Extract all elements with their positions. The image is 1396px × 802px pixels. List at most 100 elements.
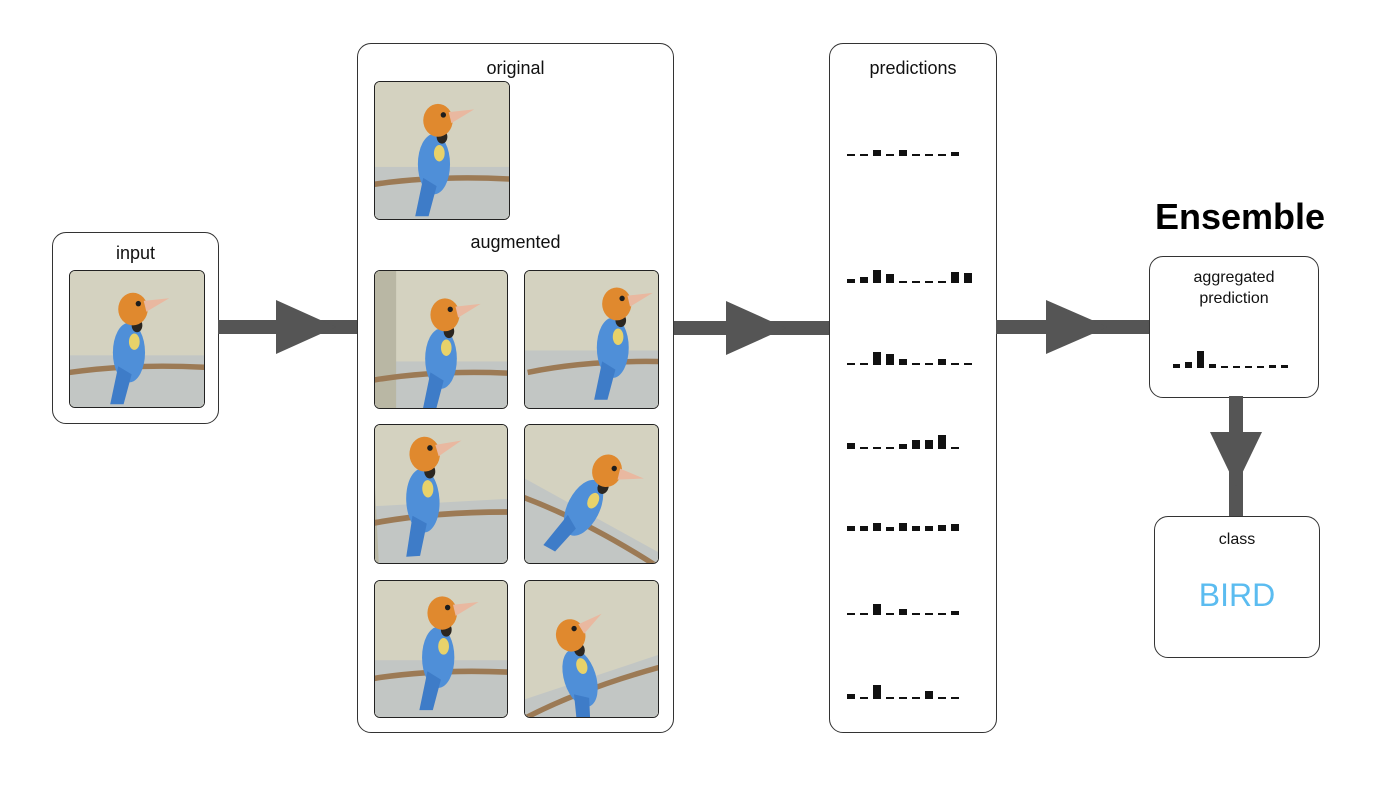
- aggregated-bar-3: [1197, 351, 1204, 368]
- prediction-2-bar-8: [938, 281, 946, 283]
- class-label: class: [1218, 531, 1256, 548]
- prediction-1-bar-5: [899, 150, 907, 156]
- prediction-3-bar-5: [899, 359, 907, 365]
- prediction-4-bar-2: [860, 447, 868, 449]
- prediction-7-bar-8: [938, 697, 946, 699]
- prediction-2-bar-7: [925, 281, 933, 283]
- ensemble-title: Ensemble: [1154, 196, 1326, 237]
- prediction-1-bar-7: [925, 154, 933, 156]
- prediction-4-bar-4: [886, 447, 894, 449]
- augmented-image-5: [374, 580, 508, 718]
- augmented-image-3: [374, 424, 508, 564]
- class-value: BIRD: [1198, 577, 1276, 613]
- prediction-6-bar-3: [873, 604, 881, 615]
- aggregated-bar-2: [1185, 362, 1192, 368]
- prediction-6-bar-5: [899, 609, 907, 615]
- aggregated-histogram: [1173, 351, 1288, 368]
- prediction-6-bar-4: [886, 613, 894, 615]
- prediction-4-bar-6: [912, 440, 920, 449]
- prediction-2-bar-6: [912, 281, 920, 283]
- prediction-2-bar-4: [886, 274, 894, 283]
- prediction-5-bar-7: [925, 526, 933, 531]
- prediction-1-bar-1: [847, 154, 855, 156]
- prediction-2-bar-2: [860, 277, 868, 283]
- prediction-2-bar-10: [964, 273, 972, 283]
- prediction-4-bar-3: [873, 447, 881, 449]
- prediction-3-bar-6: [912, 363, 920, 365]
- prediction-1-bar-6: [912, 154, 920, 156]
- prediction-6-bar-9: [951, 611, 959, 615]
- aggregated-bar-8: [1257, 366, 1264, 368]
- prediction-5-bar-5: [899, 523, 907, 531]
- augmented-image-6: [524, 580, 659, 718]
- prediction-2-bar-1: [847, 279, 855, 283]
- aggregated-bar-5: [1221, 366, 1228, 368]
- prediction-4-bar-8: [938, 435, 946, 449]
- class-box: class BIRD: [1154, 516, 1320, 658]
- augmented-image-2: [524, 270, 659, 409]
- input-box: input: [52, 232, 219, 424]
- prediction-7-bar-5: [899, 697, 907, 699]
- prediction-7-bar-4: [886, 697, 894, 699]
- arrow-aggregated-to-class: [1210, 396, 1262, 518]
- prediction-5-bar-3: [873, 523, 881, 531]
- prediction-1-bar-2: [860, 154, 868, 156]
- prediction-5-bar-8: [938, 525, 946, 531]
- aggregated-bar-1: [1173, 364, 1180, 368]
- prediction-3-bar-7: [925, 363, 933, 365]
- prediction-3-bar-1: [847, 363, 855, 365]
- aggregated-bar-9: [1269, 365, 1276, 368]
- prediction-5-bar-4: [886, 527, 894, 531]
- aggregated-prediction-box: aggregated prediction: [1149, 256, 1319, 398]
- prediction-2-bar-5: [899, 281, 907, 283]
- prediction-2-bar-3: [873, 270, 881, 283]
- prediction-1-bar-4: [886, 154, 894, 156]
- arrow-predictions-to-ensemble: [996, 300, 1151, 354]
- prediction-7-bar-6: [912, 697, 920, 699]
- aggregated-bar-10: [1281, 365, 1288, 368]
- prediction-6-bar-2: [860, 613, 868, 615]
- augmented-image-4: [524, 424, 659, 564]
- prediction-7-bar-1: [847, 694, 855, 699]
- input-image: [69, 270, 205, 408]
- prediction-6-bar-7: [925, 613, 933, 615]
- input-label: input: [115, 243, 156, 263]
- original-image: [374, 81, 510, 220]
- prediction-5-bar-1: [847, 526, 855, 531]
- prediction-3-bar-2: [860, 363, 868, 365]
- prediction-1-bar-3: [873, 150, 881, 156]
- prediction-3-bar-10: [964, 363, 972, 365]
- predictions-label: predictions: [869, 58, 957, 78]
- prediction-2-bar-9: [951, 272, 959, 283]
- augmentation-box: original augmented: [357, 43, 674, 733]
- prediction-3-bar-8: [938, 359, 946, 365]
- prediction-3-bar-3: [873, 352, 881, 365]
- prediction-7-bar-3: [873, 685, 881, 699]
- prediction-1-bar-9: [951, 152, 959, 156]
- augmented-label: augmented: [470, 232, 561, 252]
- aggregated-bar-6: [1233, 366, 1240, 368]
- prediction-6-bar-1: [847, 613, 855, 615]
- prediction-4-bar-7: [925, 440, 933, 449]
- prediction-5-bar-6: [912, 526, 920, 531]
- prediction-5-bar-9: [951, 524, 959, 531]
- prediction-histograms: [847, 150, 972, 699]
- aggregated-label-line2: prediction: [1199, 290, 1269, 307]
- prediction-4-bar-5: [899, 444, 907, 449]
- prediction-6-bar-6: [912, 613, 920, 615]
- prediction-3-bar-4: [886, 354, 894, 365]
- arrow-augment-to-predictions: [674, 301, 831, 355]
- aggregated-bar-4: [1209, 364, 1216, 368]
- predictions-box: predictions: [829, 43, 997, 733]
- prediction-4-bar-9: [951, 447, 959, 449]
- prediction-7-bar-9: [951, 697, 959, 699]
- prediction-7-bar-7: [925, 691, 933, 699]
- arrow-input-to-augment: [218, 300, 360, 354]
- aggregated-bar-7: [1245, 366, 1252, 368]
- prediction-1-bar-8: [938, 154, 946, 156]
- prediction-5-bar-2: [860, 526, 868, 531]
- prediction-6-bar-8: [938, 613, 946, 615]
- prediction-3-bar-9: [951, 363, 959, 365]
- prediction-4-bar-1: [847, 443, 855, 449]
- prediction-7-bar-2: [860, 697, 868, 699]
